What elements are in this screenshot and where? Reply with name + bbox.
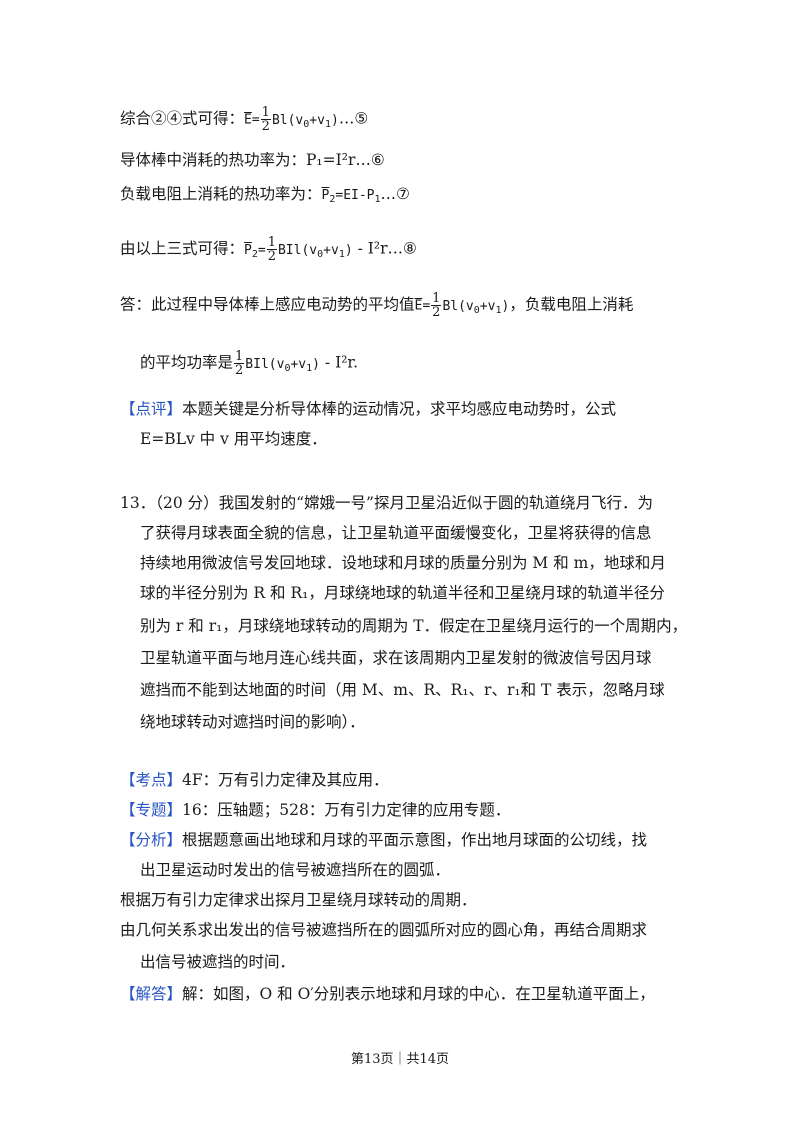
formula-part: =EI-P (335, 188, 375, 203)
review-line-1: 【点评】本题关键是分析导体棒的运动情况，求平均感应电动势时，公式 (120, 397, 616, 421)
kaodian-tag: 【考点】 (120, 771, 183, 789)
question-13-line-1: 13．（20 分）我国发射的“嫦娥一号”探月卫星沿近似于圆的轨道绕月飞行．为 (120, 494, 653, 512)
equation-number: …⑦ (380, 185, 410, 203)
review-text: 本题关键是分析导体棒的运动情况，求平均感应电动势时，公式 (182, 400, 617, 418)
question-13-line-8: 绕地球转动对遮挡时间的影响）． (140, 713, 365, 731)
e-bar: E (244, 112, 252, 128)
question-13-line-6: 卫星轨道平面与地月连心线共面，求在该周期内卫星发射的微波信号因月球 (140, 649, 652, 667)
review-tag: 【点评】 (120, 400, 183, 418)
fenxi-line-2: 出卫星运动时发出的信号被遮挡所在的圆弧． (140, 861, 451, 879)
question-13-line-2: 了获得月球表面全貌的信息，让卫星轨道平面缓慢变化，卫星将获得的信息 (140, 524, 652, 542)
fenxi-tag: 【分析】 (120, 831, 183, 849)
line-text: 由以上三式可得： (120, 239, 245, 258)
jieda-text: 解：如图，O 和 O′分别表示地球和月球的中心．在卫星轨道平面上， (182, 985, 655, 1003)
fenxi-line-1: 【分析】根据题意画出地球和月球的平面示意图，作出地月球面的公切线，找 (120, 828, 647, 852)
jieda-line: 【解答】解：如图，O 和 O′分别表示地球和月球的中心．在卫星轨道平面上， (120, 982, 655, 1006)
kaodian-text: 4F：万有引力定律及其应用． (182, 771, 389, 789)
review-line-2: E=BLv 中 v 用平均速度． (140, 430, 327, 448)
equation-number: …⑤ (338, 109, 369, 128)
question-13-line-3: 持续地用微波信号发回地球．设地球和月球的质量分别为 M 和 m，地球和月 (140, 554, 666, 572)
question-13-line-5: 别为 r 和 r₁，月球绕地球转动的周期为 T．假定在卫星绕月运行的一个周期内， (140, 617, 688, 635)
fenxi-line-3: 根据万有引力定律求出探月卫星绕月球转动的周期． (120, 891, 477, 909)
equation-number: - I²r…⑧ (357, 239, 417, 258)
zhuanti-text: 16：压轴题；528：万有引力定律的应用专题． (182, 801, 511, 819)
line-text: ，负载电阻上消耗 (509, 295, 634, 314)
line-text: 答：此过程中导体棒上感应电动势的平均值 (120, 295, 415, 314)
equation-line-6: 导体棒中消耗的热功率为：P₁=I²r…⑥ (120, 151, 385, 169)
formula-part: Bl(v (271, 112, 304, 128)
fenxi-line-4: 由几何关系求出发出的信号被遮挡所在的圆弧所对应的圆心角，再结合周期求 (120, 921, 648, 939)
fenxi-line-5: 出信号被遮挡的时间． (140, 953, 296, 971)
zhuanti-line: 【专题】16：压轴题；528：万有引力定律的应用专题． (120, 798, 510, 822)
equation-line-7: 负载电阻上消耗的热功率为：P2=EI-P1…⑦ (120, 185, 410, 205)
kaodian-line: 【考点】4F：万有引力定律及其应用． (120, 768, 389, 792)
zhuanti-tag: 【专题】 (120, 801, 183, 819)
page-footer: 第13页｜共14页 (350, 1052, 450, 1067)
line-text: 负载电阻上消耗的热功率为： (120, 185, 322, 203)
jieda-tag: 【解答】 (120, 985, 183, 1003)
line-text: 的平均功率是 (140, 353, 234, 372)
line-text: - I²r. (324, 353, 359, 372)
line-text: 综合②④式可得： (120, 109, 245, 128)
fenxi-text: 根据题意画出地球和月球的平面示意图，作出地月球面的公切线，找 (182, 831, 648, 849)
equals: = (251, 112, 260, 128)
question-13-line-7: 遮挡而不能到达地面的时间（用 M、m、R、R₁、r、r₁和 T 表示，忽略月球 (140, 681, 665, 699)
p-bar: P (321, 188, 330, 203)
question-13-line-4: 球的半径分别为 R 和 R₁，月球绕地球的轨道半径和卫星绕月球的轨道半径分 (140, 584, 665, 602)
